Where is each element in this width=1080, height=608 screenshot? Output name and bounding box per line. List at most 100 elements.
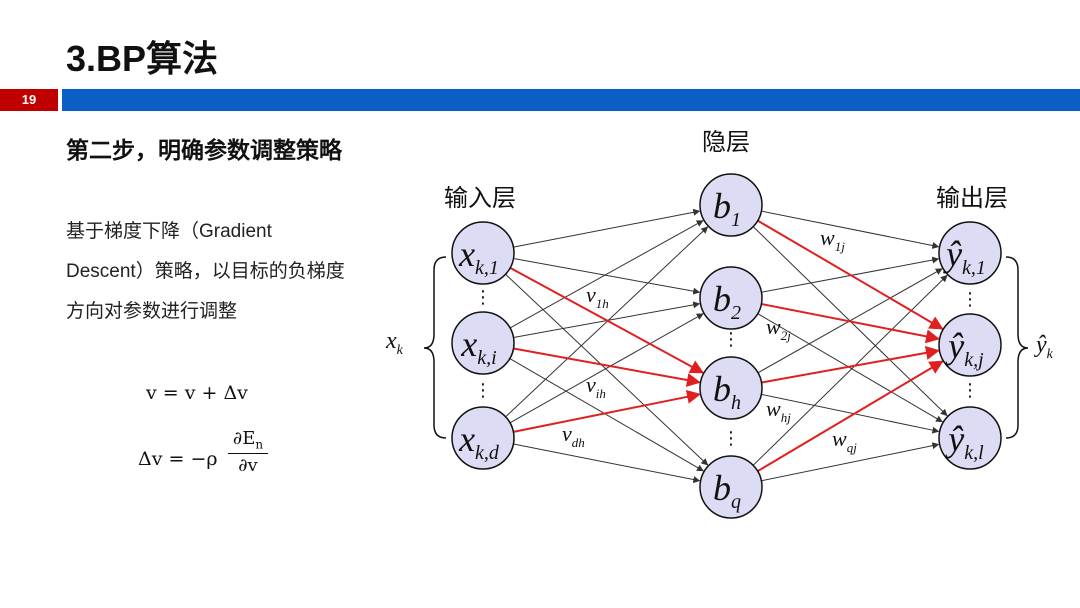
output-group-label-main: ŷ [1034,332,1047,358]
input-node-label-main: x [458,419,475,459]
weight-label: w2j [766,314,791,343]
input-group-label: xk [385,328,404,358]
weight-label: vdh [562,421,585,450]
output-group-label-sub: k [1047,347,1054,362]
edge-input-hidden [505,226,709,418]
input-node [451,406,515,470]
hidden-node-label-sub: q [731,491,741,513]
formula-numerator: ∂En [228,428,268,452]
hidden-node-label: b1 [713,186,741,231]
output-layer-label: 输出层 [936,184,1008,212]
input-node-label-main: x [458,234,475,274]
weight-label-main: v [586,372,596,397]
page-number: 19 [0,89,58,111]
edge-hidden-output [761,393,940,434]
output-node-label-sub: k,1 [962,257,986,279]
hidden-node-label-main: b [713,279,731,319]
input-node-label: xk,i [460,324,496,369]
hidden-node-label: b2 [713,279,741,324]
weight-label: v1h [586,282,609,311]
weight-label-main: w [766,314,781,339]
hidden-node-label-sub: 1 [731,209,741,231]
hidden-node [699,455,763,519]
weight-label-main: w [832,426,847,451]
dots-output-upper: ⋮ [961,289,979,310]
weight-label-sub: dh [572,435,585,450]
weight-label-sub: 1j [835,239,846,254]
description-text: 基于梯度下降（Gradient Descent）策略，以目标的负梯度方向对参数进… [66,221,345,322]
hidden-node-label-main: b [713,369,731,409]
weight-label: w1j [820,225,845,254]
formula-delta-lhs: Δv = −ρ [138,448,218,470]
output-node-label-sub: k,j [964,349,984,371]
input-node-label: xk,1 [458,234,499,279]
output-node-label: ŷk,l [945,419,984,464]
dots-output-lower: ⋮ [961,380,979,401]
weight-label-main: w [820,225,835,250]
output-brace [1005,256,1029,439]
input-layer-label: 输入层 [444,184,516,212]
edge-hidden-output [761,210,940,249]
weight-label-sub: 2j [781,328,792,343]
dots-input-upper: ⋮ [474,287,492,308]
edge-input-hidden [509,358,704,472]
hidden-node-label: bh [713,369,741,414]
hidden-node-label-sub: h [731,392,741,414]
edge-input-hidden-highlight [509,266,705,374]
edge-input-hidden [509,220,704,329]
dots-hidden-upper: ⋮ [722,329,740,350]
hidden-node-label: bq [713,468,741,513]
weight-label-main: w [766,396,781,421]
hidden-node [699,266,763,330]
output-group-label: ŷk [1034,332,1054,362]
input-node [451,221,515,285]
edge-hidden-output [757,313,943,423]
input-group-label-main: x [385,328,397,354]
edge-input-hidden [509,313,704,424]
weight-label-sub: 1h [596,296,609,311]
formula-fraction: ∂En ∂v [228,428,268,476]
header-bar: 19 [0,89,1080,111]
edge-input-hidden [513,208,701,248]
edge-input-hidden [513,443,701,484]
hidden-node [699,173,763,237]
slide-title: 3.BP算法 [66,38,219,79]
input-node-label-main: x [460,324,477,364]
hidden-node-label-sub: 2 [731,302,741,324]
output-node-label: ŷk,j [945,326,984,371]
input-brace [423,256,447,439]
input-node-label: xk,d [458,419,500,464]
weight-label-sub: ih [596,386,606,401]
input-node-label-sub: k,1 [475,257,499,279]
hidden-layer-label: 隐层 [702,128,750,156]
hidden-node-label-main: b [713,468,731,508]
fraction-bar [228,452,268,454]
edge-input-hidden [513,258,701,295]
input-node [451,311,515,375]
output-node-label-main: ŷ [945,326,964,366]
hidden-node-label-main: b [713,186,731,226]
weight-label: whj [766,396,791,425]
edge-hidden-output [761,442,940,482]
edge-hidden-output-highlight [757,360,944,473]
input-node-label-sub: k,d [475,442,500,464]
weight-label-main: v [586,282,596,307]
weight-label-sub: qj [847,440,858,455]
input-group-label-sub: k [397,343,404,358]
edge-input-hidden-highlight [513,347,701,387]
formula-numerator-sub: n [255,437,264,452]
section-subtitle: 第二步，明确参数调整策略 [66,137,342,163]
weight-label-sub: hj [781,410,792,425]
input-node-label-sub: k,i [477,347,496,369]
header-blue-bar [62,89,1080,111]
formula-delta: Δv = −ρ ∂En ∂v [138,428,278,484]
edge-hidden-output [752,274,948,466]
dots-hidden-lower: ⋮ [722,428,740,449]
formula-denominator: ∂v [238,454,258,476]
edge-input-hidden [505,273,709,466]
dots-input-lower: ⋮ [474,380,492,401]
output-node-label-sub: k,l [964,442,984,464]
edge-hidden-output-highlight [761,303,940,344]
output-node-label-main: ŷ [943,234,962,274]
